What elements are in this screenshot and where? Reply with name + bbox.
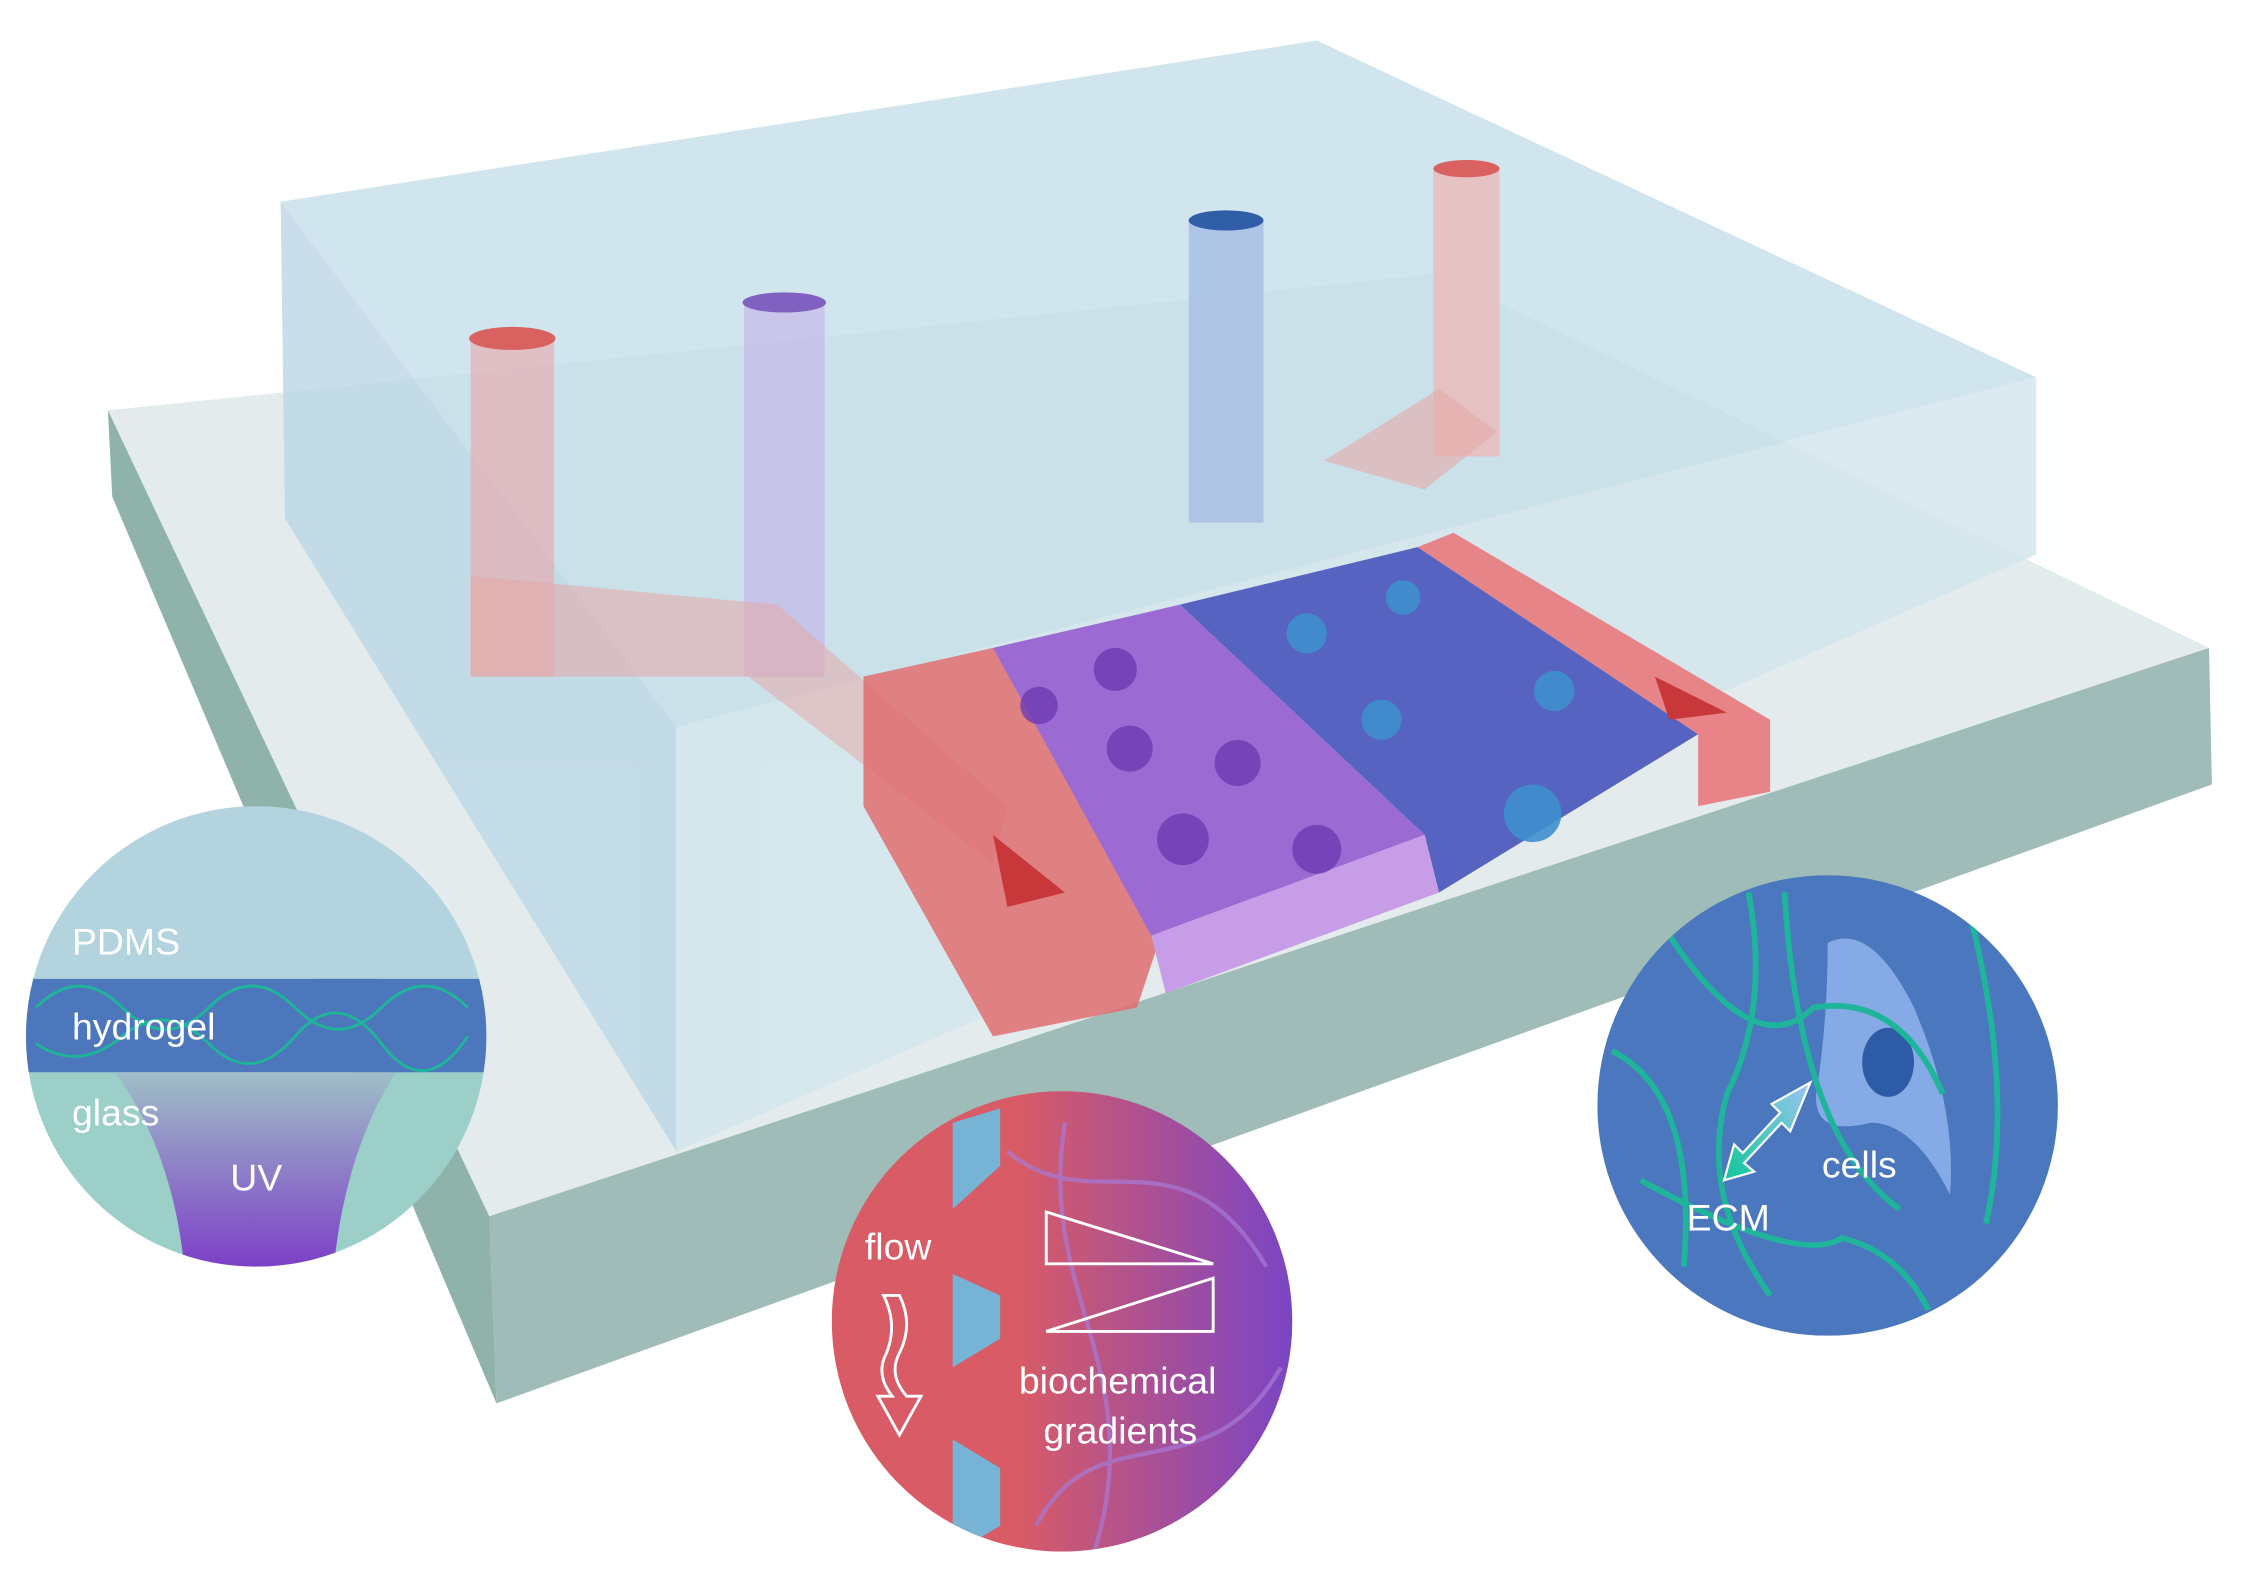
flow-arrow-icon <box>875 1294 924 1438</box>
label-glass: glass <box>72 1092 159 1134</box>
cells-blue <box>1286 580 1575 843</box>
gradient-triangle-top <box>1044 1210 1214 1266</box>
flow-arrow-right <box>1654 676 1727 720</box>
red-channel-left <box>863 647 1166 1037</box>
cells-purple <box>1020 647 1342 874</box>
label-cells: cells <box>1822 1143 1897 1185</box>
red-channel-right <box>1417 532 1771 807</box>
port-red-right <box>1433 159 1500 178</box>
hydrogel-layer <box>25 978 487 1073</box>
label-flow: flow <box>865 1225 933 1267</box>
interaction-arrow-icon <box>1722 1080 1813 1182</box>
port-red-left <box>469 326 556 350</box>
uv-beam <box>115 1072 396 1267</box>
port-blue <box>1188 210 1264 231</box>
flow-arrow-left <box>992 834 1065 907</box>
ecm-fibers <box>1610 891 2001 1312</box>
port-purple <box>742 292 827 313</box>
label-biochemical: biochemical <box>1019 1359 1217 1401</box>
label-hydrogel: hydrogel <box>72 1005 216 1047</box>
inlet-ports <box>469 159 1500 864</box>
label-uv: UV <box>230 1156 282 1198</box>
inset-flow-gradients: flow biochemical gradients <box>831 1091 1293 1552</box>
gradient-triangle-bottom <box>1045 1276 1215 1333</box>
inset-cells-ecm: cells ECM <box>1597 875 2058 1336</box>
label-pdms: PDMS <box>72 920 180 962</box>
cell-nucleus <box>1862 1027 1915 1097</box>
microfluidic-channels <box>863 532 1771 1037</box>
label-ecm: ECM <box>1687 1197 1770 1239</box>
label-gradients: gradients <box>1043 1410 1197 1452</box>
